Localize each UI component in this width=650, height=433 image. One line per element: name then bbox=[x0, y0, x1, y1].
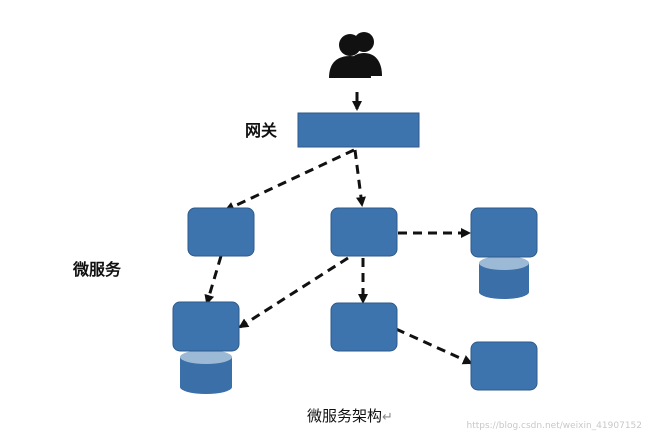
caption-return-mark: ↵ bbox=[382, 410, 393, 425]
service-box-c bbox=[470, 207, 538, 258]
diagram-caption: 微服务架构↵ bbox=[307, 407, 393, 425]
service-box-f bbox=[470, 341, 538, 391]
database-icon bbox=[180, 357, 232, 394]
watermark: https://blog.csdn.net/weixin_41907152 bbox=[466, 421, 642, 431]
database-icon bbox=[479, 263, 529, 299]
microservices-label: 微服务 bbox=[72, 260, 122, 279]
service-c-with-database bbox=[470, 207, 538, 299]
arrow-service-b-to-service-d bbox=[238, 256, 349, 329]
arrow-gateway-to-service-a bbox=[224, 148, 355, 212]
service-d-with-database bbox=[172, 301, 240, 394]
users-group-icon bbox=[329, 32, 382, 78]
service-box-a bbox=[187, 207, 255, 257]
arrow-gateway-to-service-b bbox=[353, 149, 366, 207]
gateway-label: 网关 bbox=[245, 121, 277, 140]
service-box-e bbox=[330, 302, 398, 352]
arrow-service-e-to-service-f bbox=[395, 327, 473, 365]
service-box-b bbox=[330, 207, 398, 257]
dashed-arrows bbox=[204, 148, 473, 365]
caption-text: 微服务架构 bbox=[307, 407, 382, 425]
arrow-service-a-to-service-d bbox=[204, 255, 223, 305]
gateway-box bbox=[297, 112, 420, 148]
service-box-d bbox=[172, 301, 240, 352]
